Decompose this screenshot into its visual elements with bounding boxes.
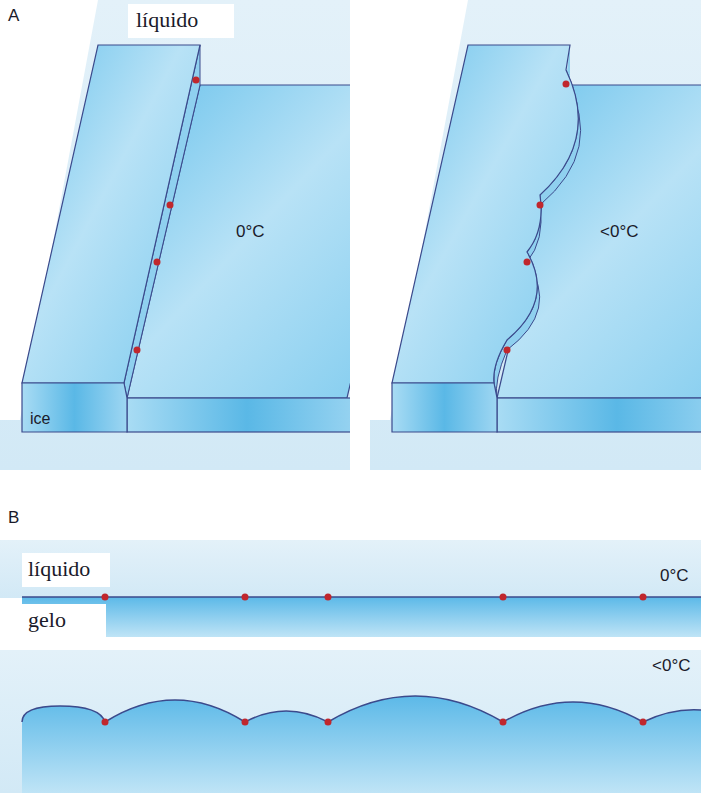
panel-a-flat-step [0,0,350,470]
temperature-label: 0°C [236,222,265,242]
ice-region [22,597,701,637]
panel-a-curved-step [370,0,701,470]
panel-letter: B [8,508,19,528]
ice-plate-front [127,398,350,432]
liquid-region [0,540,701,598]
temperature-label: 0°C [660,566,689,586]
ice-region [22,696,701,793]
step-pinning-points [504,81,570,354]
panel-b-curved-interface [0,650,701,793]
ice-front-face [22,383,127,432]
interface-line [22,696,701,722]
ice-layer-top [22,45,200,383]
pinning-points [102,594,647,601]
ice-layer-top [392,45,578,383]
panel-letter: A [8,6,19,26]
pinning-points [102,719,647,726]
temperature-label: <0°C [652,656,690,676]
step-pinning-points [134,77,200,354]
interface-line [22,596,701,598]
ice-front-face [392,383,497,432]
region-label: ice [30,410,50,428]
liquid-region [0,650,701,793]
region-label: líquido [22,553,110,587]
region-label: gelo [22,604,106,638]
temperature-label: <0°C [600,222,638,242]
region-label: líquido [128,4,234,38]
ice-plate-front [497,398,701,432]
